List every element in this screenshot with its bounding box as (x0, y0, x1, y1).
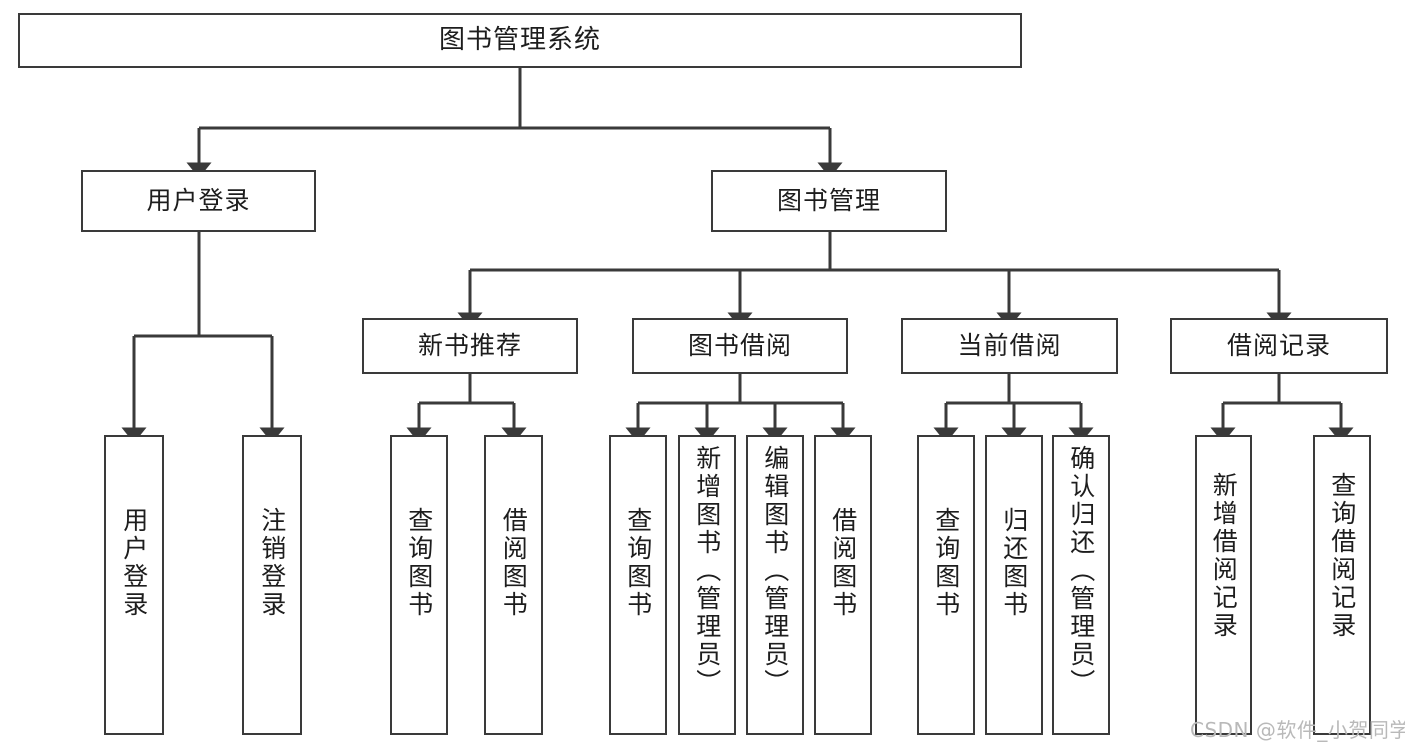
node-label: 注销登录 (257, 507, 287, 619)
node-leaf-add-book-admin[interactable]: 新增图书（管理员） (678, 435, 736, 735)
node-current-borrow[interactable]: 当前借阅 (901, 318, 1118, 374)
csdn-watermark: CSDN @软件_小贺同学 (1190, 718, 1405, 742)
node-label: 新增图书（管理员） (692, 445, 722, 697)
node-label: 图书管理系统 (438, 25, 601, 56)
node-label: 新书推荐 (417, 331, 522, 361)
node-leaf-edit-book-admin[interactable]: 编辑图书（管理员） (746, 435, 804, 735)
node-new-book-recommend[interactable]: 新书推荐 (362, 318, 578, 374)
node-book-management[interactable]: 图书管理 (711, 170, 947, 232)
node-label: 借阅记录 (1226, 331, 1331, 361)
node-leaf-query-book-3[interactable]: 查询图书 (917, 435, 975, 735)
node-leaf-confirm-return-admin[interactable]: 确认归还（管理员） (1052, 435, 1110, 735)
node-label: 编辑图书（管理员） (760, 445, 790, 697)
node-label: 查询借阅记录 (1327, 472, 1357, 640)
node-leaf-user-login[interactable]: 用户登录 (104, 435, 164, 735)
node-leaf-query-book-2[interactable]: 查询图书 (609, 435, 667, 735)
node-label: 借阅图书 (828, 507, 858, 619)
node-leaf-logout-login[interactable]: 注销登录 (242, 435, 302, 735)
node-borrow-record[interactable]: 借阅记录 (1170, 318, 1388, 374)
node-label: 确认归还（管理员） (1066, 445, 1096, 697)
node-root-book-management-system[interactable]: 图书管理系统 (18, 13, 1022, 68)
node-label: 归还图书 (999, 507, 1029, 619)
node-label: 借阅图书 (499, 507, 529, 619)
node-label: 图书借阅 (687, 331, 792, 361)
node-label: 查询图书 (623, 507, 653, 619)
node-user-login[interactable]: 用户登录 (81, 170, 316, 232)
node-leaf-query-borrow-record[interactable]: 查询借阅记录 (1313, 435, 1371, 735)
node-label: 用户登录 (146, 186, 251, 216)
node-leaf-borrow-book-2[interactable]: 借阅图书 (814, 435, 872, 735)
node-leaf-borrow-book-1[interactable]: 借阅图书 (484, 435, 543, 735)
node-label: 当前借阅 (957, 331, 1062, 361)
node-leaf-query-book-1[interactable]: 查询图书 (390, 435, 448, 735)
node-label: 查询图书 (404, 507, 434, 619)
node-leaf-return-book[interactable]: 归还图书 (985, 435, 1043, 735)
node-label: 图书管理 (776, 186, 881, 216)
node-label: 查询图书 (931, 507, 961, 619)
node-label: 用户登录 (119, 507, 149, 619)
node-label: 新增借阅记录 (1209, 472, 1239, 640)
node-leaf-add-borrow-record[interactable]: 新增借阅记录 (1195, 435, 1252, 735)
node-book-borrow[interactable]: 图书借阅 (632, 318, 848, 374)
